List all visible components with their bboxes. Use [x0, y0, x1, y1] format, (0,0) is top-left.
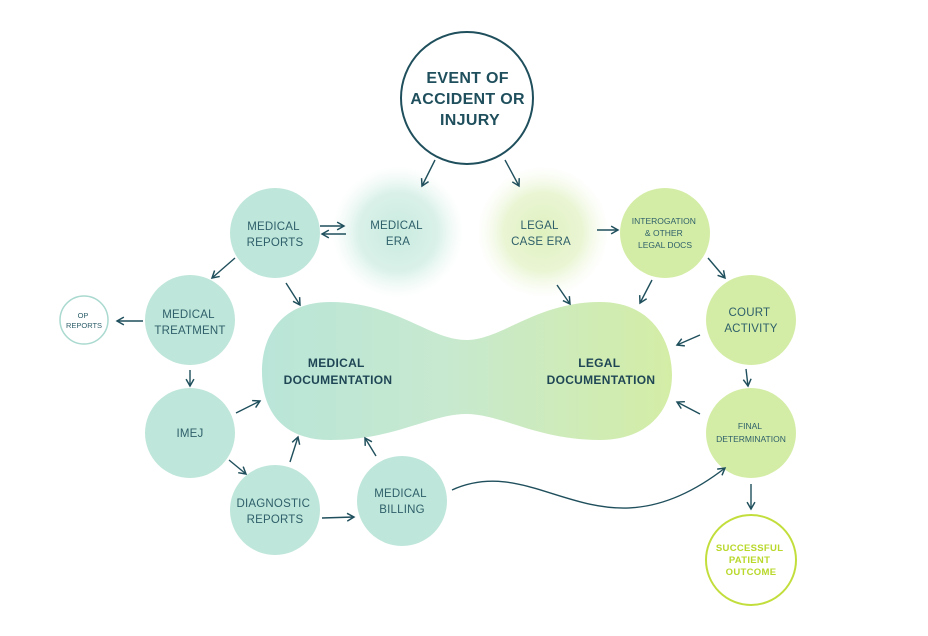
arrow-final-to-legal-doc [675, 400, 701, 415]
imej-label: IMEJ [177, 428, 204, 440]
arrow-imej-to-med-doc [235, 399, 262, 414]
medical-reports-label: MEDICAL REPORTS [247, 221, 304, 249]
arrow-interogation-to-legal-doc [638, 279, 653, 305]
arrow-reports-to-med-doc [285, 282, 301, 307]
arrows [115, 159, 756, 522]
medical-documentation-label: MEDICAL DOCUMENTATION [284, 356, 393, 387]
legal-case-era-cloud [477, 166, 609, 298]
arrow-diagnostic-to-billing [321, 512, 356, 522]
medical-reports-node [230, 188, 320, 278]
arrow-billing-to-med-doc [364, 436, 377, 457]
diagnostic-reports-label: DIAGNOSTIC REPORTS [237, 498, 314, 526]
final-determination-label: FINAL DETERMINATION [716, 421, 786, 444]
interogation-label: INTEROGATION & OTHER LEGAL DOCS [632, 216, 698, 250]
medical-era-label: MEDICAL ERA [370, 220, 426, 248]
arrow-reports-to-treatment [210, 257, 236, 279]
medical-billing-node [357, 456, 447, 546]
arrow-event-to-legal-era [504, 159, 520, 188]
medical-treatment-node [145, 275, 235, 365]
op-reports-label: OP REPORTS [66, 311, 102, 330]
successful-outcome-label: SUCCESSFUL PATIENT OUTCOME [716, 543, 786, 578]
arrow-event-to-medical-era [420, 159, 436, 188]
documentation-bridge [262, 302, 672, 440]
event-node [400, 31, 534, 165]
medical-billing-label: MEDICAL BILLING [374, 488, 430, 516]
arrow-diagnostic-to-med-doc [289, 435, 301, 463]
interogation-node [620, 188, 710, 278]
court-activity-node [706, 275, 796, 365]
event-label: EVENT OF ACCIDENT OR INJURY [410, 70, 529, 129]
arrow-court-to-legal-doc [675, 334, 701, 347]
successful-outcome-node [705, 514, 797, 606]
legal-case-era-label: LEGAL CASE ERA [511, 220, 571, 248]
arrow-legal-era-to-legal-doc [556, 284, 571, 306]
arrow-court-to-final [742, 368, 752, 388]
court-activity-label: COURT ACTIVITY [724, 307, 777, 335]
legal-documentation-label: LEGAL DOCUMENTATION [547, 356, 656, 387]
final-determination-node [706, 388, 796, 478]
op-reports-node [59, 295, 109, 345]
medical-era-cloud [332, 166, 464, 298]
arrow-billing-to-final [451, 467, 727, 509]
arrow-interogation-to-court [707, 257, 726, 280]
imej-node [145, 388, 235, 478]
diagnostic-reports-node [230, 465, 320, 555]
medical-treatment-label: MEDICAL TREATMENT [154, 309, 225, 337]
arrow-imej-to-diagnostic [228, 459, 248, 475]
